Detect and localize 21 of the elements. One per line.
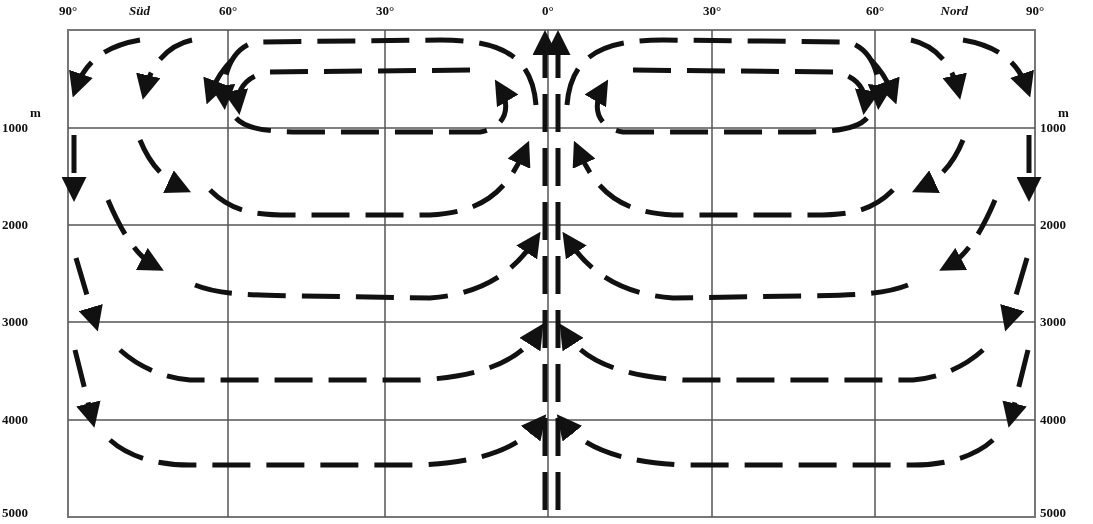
depth-label: 3000 (2, 315, 28, 329)
unit-label: m (1058, 106, 1069, 120)
depth-label: 1000 (1040, 121, 1066, 135)
latitude-label: 90° (1026, 4, 1045, 18)
latitude-label: 30° (376, 4, 395, 18)
depth-label: 4000 (2, 413, 28, 427)
latitude-label: 30° (703, 4, 722, 18)
latitude-label: 60° (219, 4, 238, 18)
latitude-label: 0° (542, 4, 554, 18)
depth-label: 2000 (2, 218, 28, 232)
depth-label: 5000 (1040, 506, 1066, 520)
latitude-label: 90° (59, 4, 78, 18)
hemisphere-label: Süd (129, 4, 150, 18)
depth-label: 5000 (2, 506, 28, 520)
depth-label: 3000 (1040, 315, 1066, 329)
hemisphere-label: Nord (940, 4, 968, 18)
unit-label: m (30, 106, 41, 120)
depth-label: 1000 (2, 121, 28, 135)
latitude-label: 60° (866, 4, 885, 18)
depth-label: 2000 (1040, 218, 1066, 232)
depth-label: 4000 (1040, 413, 1066, 427)
